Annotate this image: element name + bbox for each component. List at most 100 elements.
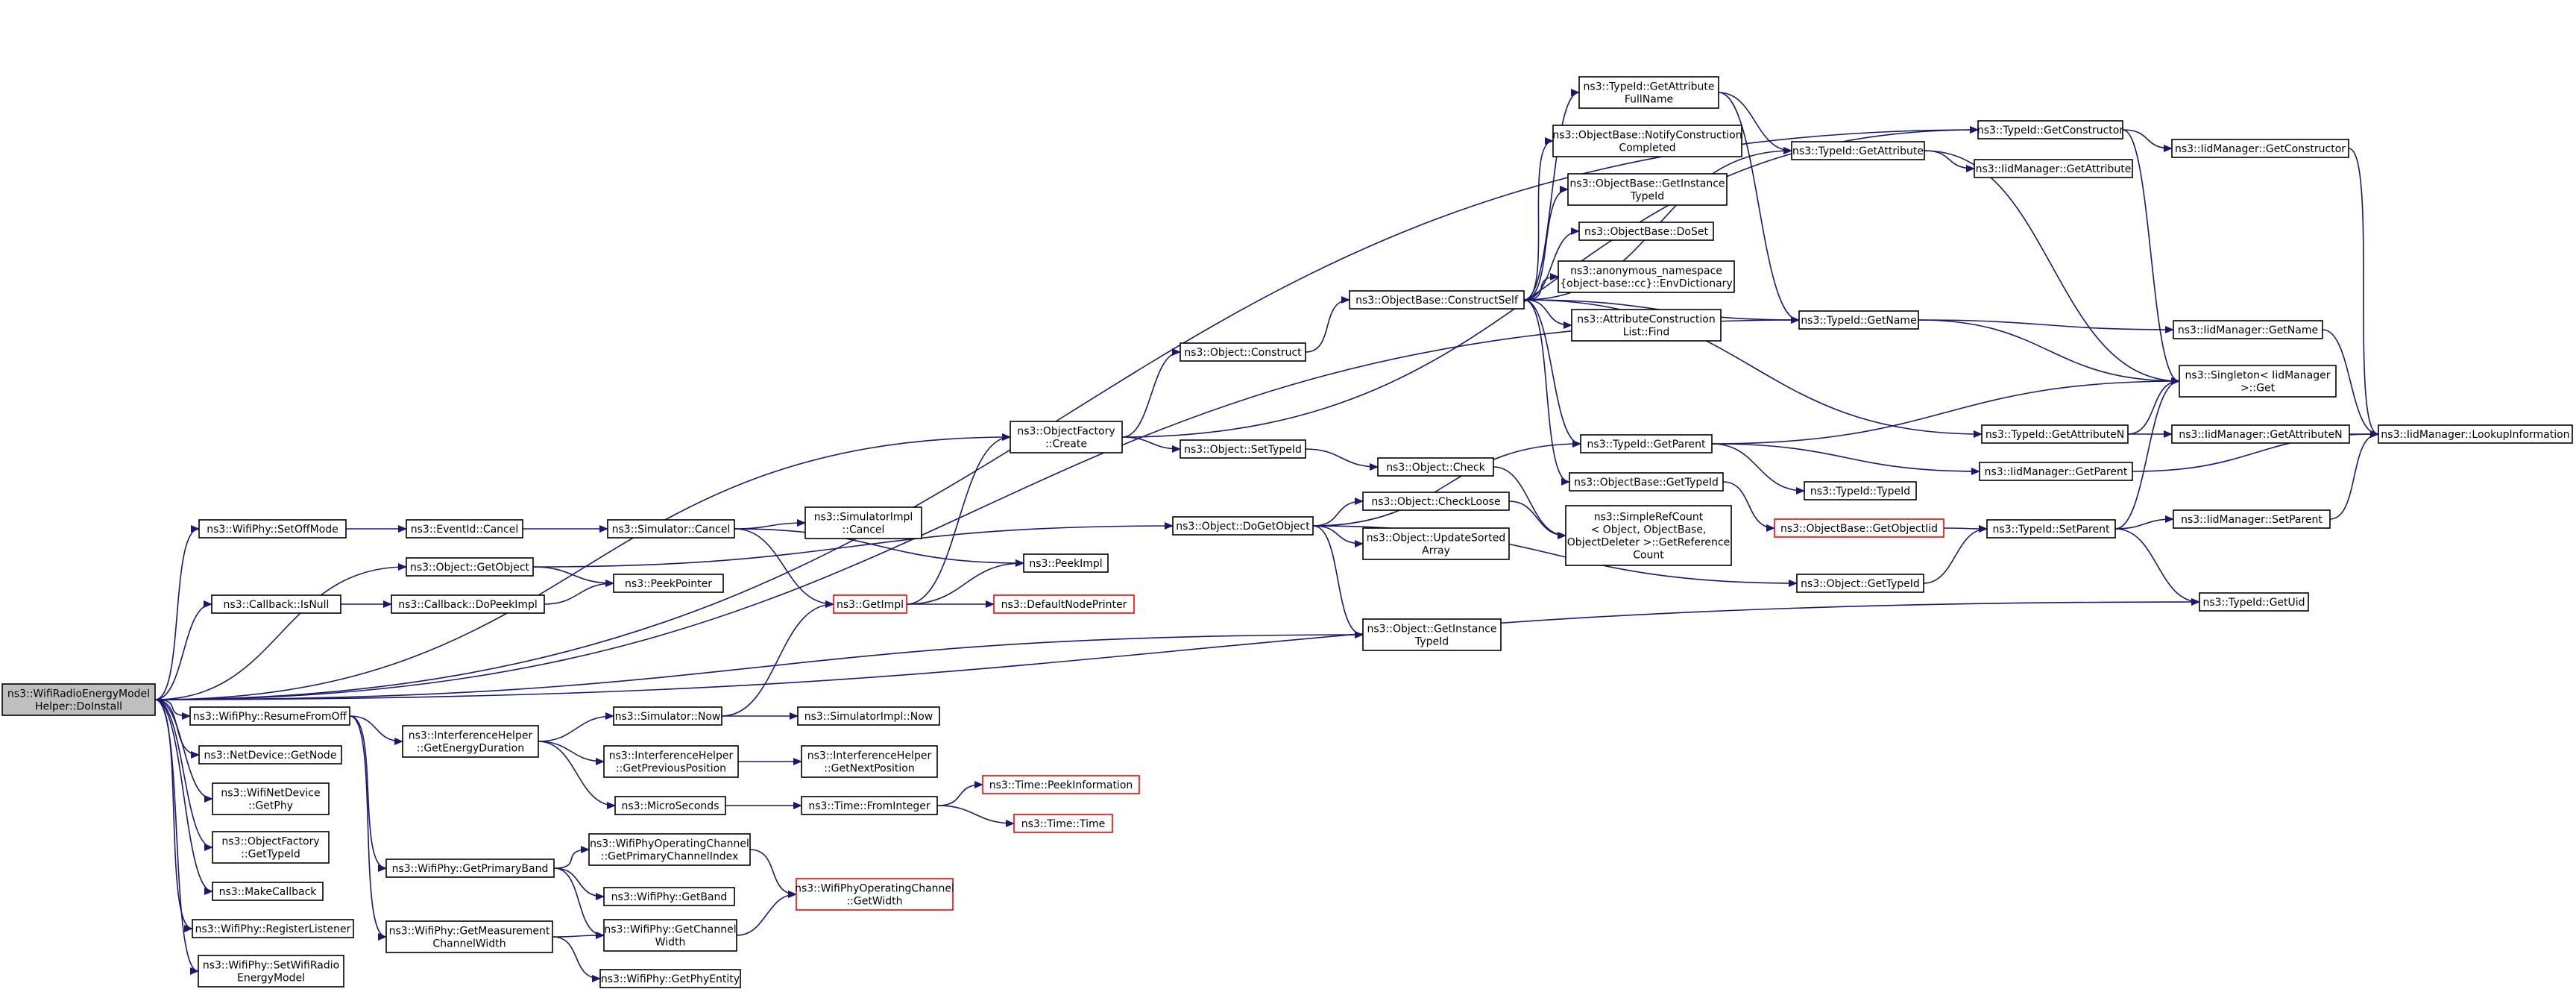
node-ih-get-energy[interactable]: ns3::InterferenceHelper::GetEnergyDurati… — [402, 725, 539, 758]
edge-root-to-tidGetName — [154, 316, 1800, 700]
node-box — [588, 833, 751, 866]
node-time-time[interactable]: ns3::Time::Time — [1013, 814, 1113, 833]
node-set-off-mode[interactable]: ns3::WifiPhy::SetOffMode — [198, 519, 347, 539]
node-micro-seconds[interactable]: ns3::MicroSeconds — [614, 796, 726, 815]
edge-obConstructSelf-to-anonEnvDict — [1523, 273, 1559, 301]
node-anon-env-dict[interactable]: ns3::anonymous_namespace{object-base::cc… — [1558, 260, 1735, 293]
node-tid-set-parent[interactable]: ns3::TypeId::SetParent — [1986, 519, 2116, 539]
node-label: ns3::WifiNetDevice — [221, 788, 320, 800]
node-ob-construct-self[interactable]: ns3::ObjectBase::ConstructSelf — [1349, 290, 1525, 310]
node-box — [603, 919, 737, 952]
node-obj-check[interactable]: ns3::Object::Check — [1377, 457, 1494, 477]
node-label: ns3::InterferenceHelper — [409, 730, 533, 742]
node-tid-get-parent[interactable]: ns3::TypeId::GetParent — [1580, 434, 1713, 453]
node-ob-do-set[interactable]: ns3::ObjectBase::DoSet — [1578, 222, 1714, 241]
node-get-object[interactable]: ns3::Object::GetObject — [406, 557, 534, 577]
node-tid-get-uid[interactable]: ns3::TypeId::GetUid — [2199, 592, 2309, 612]
node-get-phy-entity[interactable]: ns3::WifiPhy::GetPhyEntity — [599, 969, 741, 988]
node-sim-impl-now[interactable]: ns3::SimulatorImpl::Now — [797, 706, 940, 726]
node-box — [1571, 309, 1722, 342]
node-box — [1377, 457, 1494, 477]
node-sim-impl-cancel[interactable]: ns3::SimulatorImpl::Cancel — [804, 506, 922, 539]
node-time-from-int[interactable]: ns3::Time::FromInteger — [801, 796, 938, 815]
node-iid-get-name[interactable]: ns3::IidManager::GetName — [2173, 320, 2323, 339]
node-sim-cancel[interactable]: ns3::Simulator::Cancel — [607, 519, 735, 539]
node-iid-set-parent[interactable]: ns3::IidManager::SetParent — [2173, 509, 2331, 529]
node-label: ns3::WifiPhy::RegisterListener — [195, 923, 351, 935]
node-tid-get-name[interactable]: ns3::TypeId::GetName — [1798, 310, 1919, 330]
node-label: ns3::Object::DoGetObject — [1176, 521, 1310, 533]
edge-getPrimaryBand-to-wocGetPrimIdx — [553, 846, 590, 869]
node-obj-get-type-id[interactable]: ns3::Object::GetTypeId — [1796, 574, 1924, 593]
node-obj-set-type-id[interactable]: ns3::Object::SetTypeId — [1180, 439, 1306, 459]
node-of-get-type-id[interactable]: ns3::ObjectFactory::GetTypeId — [212, 831, 330, 864]
node-tid-get-attr-n[interactable]: ns3::TypeId::GetAttributeN — [1981, 424, 2129, 444]
node-do-get-object[interactable]: ns3::Object::DoGetObject — [1172, 516, 1314, 536]
edge-objSetTypeId-to-objCheck — [1305, 448, 1379, 471]
edge-objGetTypeId-to-tidSetParent — [1923, 525, 1988, 584]
node-cb-do-peek-impl[interactable]: ns3::Callback::DoPeekImpl — [391, 594, 545, 614]
node-get-band[interactable]: ns3::WifiPhy::GetBand — [603, 887, 735, 906]
node-iid-get-attr[interactable]: ns3::IidManager::GetAttribute — [1974, 159, 2133, 178]
edge-root-to-makeCallback — [154, 699, 213, 895]
node-obj-construct[interactable]: ns3::Object::Construct — [1180, 342, 1306, 362]
node-label: ns3::Object::GetTypeId — [1801, 578, 1920, 590]
edge-tidSetParent-to-tidGetUid — [2114, 528, 2200, 606]
node-src-get-ref-count[interactable]: ns3::SimpleRefCount< Object, ObjectBase,… — [1565, 505, 1732, 566]
edge-doGetObject-to-tidGetParent — [1312, 440, 1581, 527]
edge-tidGetAttrN-to-singletonGet — [2127, 377, 2180, 435]
edge-doGetObject-to-objGetInstTid — [1312, 525, 1364, 638]
node-label: ns3::AttributeConstruction — [1577, 314, 1715, 326]
node-event-cancel[interactable]: ns3::EventId::Cancel — [406, 519, 523, 539]
node-ob-get-object-iid[interactable]: ns3::ObjectBase::GetObjectIid — [1774, 518, 1944, 538]
node-label: ::GetNextPosition — [824, 763, 915, 775]
node-wnd-get-phy[interactable]: ns3::WifiNetDevice::GetPhy — [212, 782, 330, 815]
node-iid-get-constructor[interactable]: ns3::IidManager::GetConstructor — [2171, 139, 2349, 158]
node-tid-type-id[interactable]: ns3::TypeId::TypeId — [1804, 481, 1917, 500]
node-iid-lookup-info[interactable]: ns3::IidManager::LookupInformation — [2378, 424, 2573, 444]
node-obj-check-loose[interactable]: ns3::Object::CheckLoose — [1362, 492, 1510, 511]
node-label: ns3::MakeCallback — [219, 886, 318, 898]
node-ih-get-prev-pos[interactable]: ns3::InterferenceHelper::GetPreviousPosi… — [603, 745, 739, 778]
node-resume-from-off[interactable]: ns3::WifiPhy::ResumeFromOff — [189, 706, 350, 726]
node-tid-get-constructor[interactable]: ns3::TypeId::GetConstructor — [1977, 120, 2123, 139]
node-label: ns3::Callback::IsNull — [224, 599, 330, 611]
node-label: ns3::TypeId::GetAttributeN — [1985, 429, 2124, 441]
edge-root-to-tidGetUid — [154, 598, 2200, 700]
node-singleton-get[interactable]: ns3::Singleton< IidManager>::Get — [2179, 365, 2337, 398]
node-box — [402, 725, 539, 758]
node-ob-notify-c-c[interactable]: ns3::ObjectBase::NotifyConstructionCompl… — [1552, 125, 1742, 157]
node-get-primary-band[interactable]: ns3::WifiPhy::GetPrimaryBand — [385, 859, 555, 878]
node-cb-is-null[interactable]: ns3::Callback::IsNull — [211, 594, 341, 614]
node-label: EnergyModel — [237, 973, 305, 985]
node-get-node[interactable]: ns3::NetDevice::GetNode — [198, 745, 342, 765]
node-label: ::GetTypeId — [241, 849, 300, 861]
node-register-listener[interactable]: ns3::WifiPhy::RegisterListener — [192, 919, 354, 938]
node-peek-pointer[interactable]: ns3::PeekPointer — [613, 574, 724, 593]
node-ih-get-next-pos[interactable]: ns3::InterferenceHelper::GetNextPosition — [801, 745, 938, 778]
node-label: ns3::DefaultNodePrinter — [1001, 599, 1127, 611]
node-tid-get-attr[interactable]: ns3::TypeId::GetAttribute — [1791, 141, 1925, 160]
node-iid-get-parent[interactable]: ns3::IidManager::GetParent — [1979, 462, 2133, 481]
node-make-callback[interactable]: ns3::MakeCallback — [212, 882, 324, 901]
node-peek-impl[interactable]: ns3::PeekImpl — [1023, 553, 1109, 573]
node-woc-get-width[interactable]: ns3::WifiPhyOperatingChannel::GetWidth — [795, 878, 954, 911]
node-root[interactable]: ns3::WifiRadioEnergyModelHelper::DoInsta… — [1, 683, 156, 716]
node-box — [982, 775, 1140, 794]
node-ob-get-type-id[interactable]: ns3::ObjectBase::GetTypeId — [1569, 472, 1724, 492]
node-get-impl[interactable]: ns3::GetImpl — [833, 594, 907, 614]
node-def-node-printer[interactable]: ns3::DefaultNodePrinter — [993, 594, 1135, 614]
node-iid-get-attr-n[interactable]: ns3::IidManager::GetAttributeN — [2171, 424, 2350, 444]
node-of-create[interactable]: ns3::ObjectFactory::Create — [1010, 421, 1123, 453]
node-time-peek-info[interactable]: ns3::Time::PeekInformation — [982, 775, 1140, 794]
node-woc-get-prim-idx[interactable]: ns3::WifiPhyOperatingChannel::GetPrimary… — [588, 833, 751, 866]
node-sim-now[interactable]: ns3::Simulator::Now — [613, 706, 722, 726]
